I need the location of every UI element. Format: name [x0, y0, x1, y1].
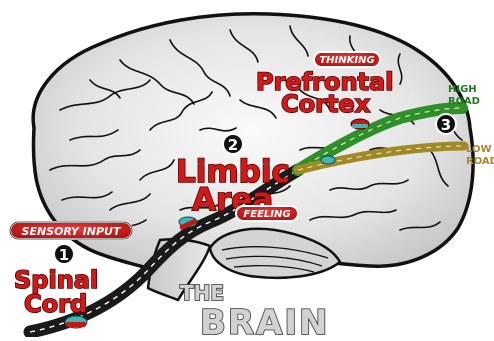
car-low-road: [321, 156, 335, 164]
low-road-label-top: LOW: [466, 144, 492, 155]
marker-2: 2: [223, 134, 243, 154]
feeling-pill: FEELING: [236, 206, 298, 221]
feeling-label: FEELING: [243, 209, 290, 220]
thinking-label: THINKING: [319, 55, 374, 66]
marker-1: 1: [54, 244, 74, 264]
thinking-pill: THINKING: [314, 52, 380, 67]
cord-label: Cord: [24, 290, 87, 318]
sensory-input-label: SENSORY INPUT: [22, 225, 122, 238]
marker-3: 3: [436, 114, 456, 134]
title-the: THE: [180, 281, 224, 305]
marker-1-number: 1: [59, 246, 69, 264]
marker-2-number: 2: [228, 136, 238, 154]
marker-3-number: 3: [441, 116, 451, 134]
cortex-label: Cortex: [281, 90, 371, 118]
title-brain: BRAIN: [200, 303, 330, 337]
high-road-label-top: HIGH: [448, 84, 477, 95]
high-road-label-bottom: ROAD: [448, 96, 480, 107]
sensory-input-pill: SENSORY INPUT: [10, 222, 132, 239]
car-high-road: [351, 119, 369, 129]
low-road-label-bottom: ROAD: [466, 156, 494, 167]
